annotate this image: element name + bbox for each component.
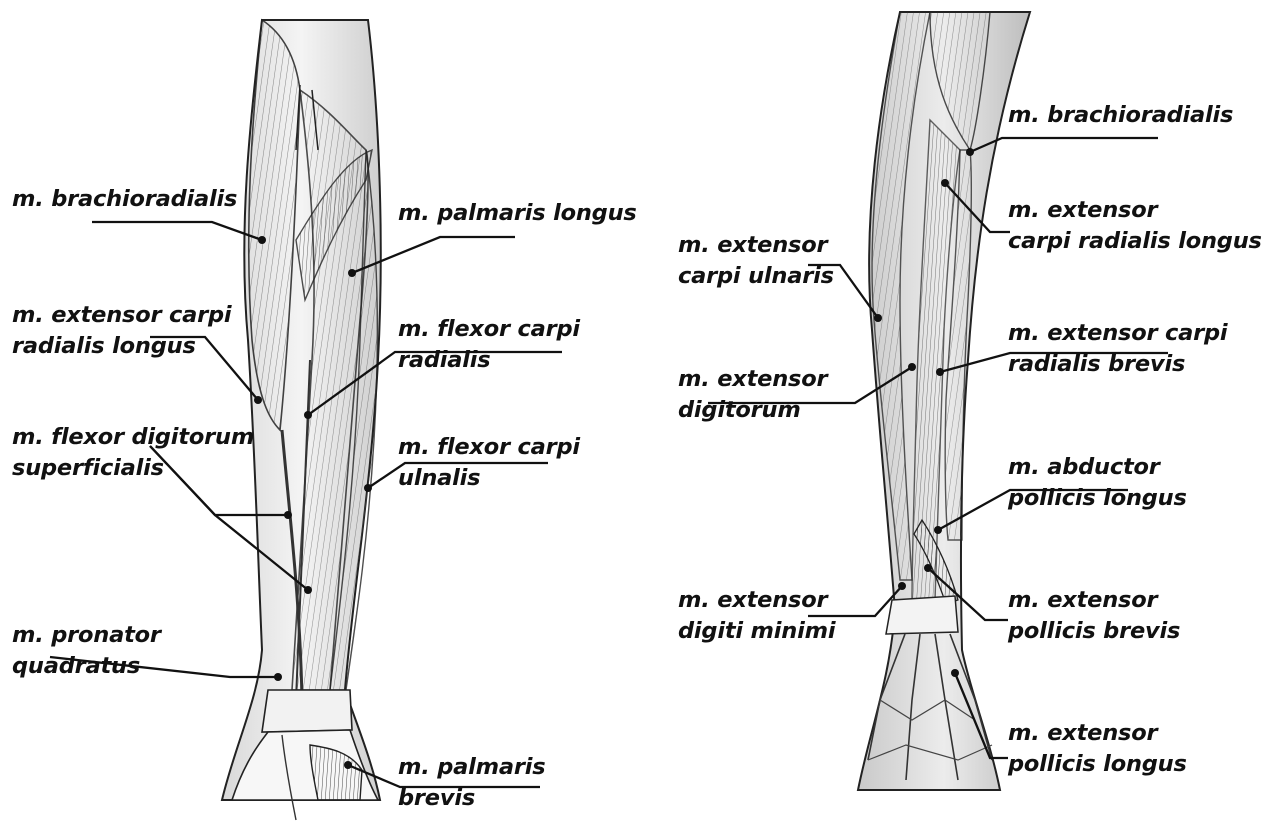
label-brachioradialis-anterior: m. brachioradialis (12, 184, 237, 215)
label-line: superficialis (12, 453, 254, 484)
label-extensor-carpi-radialis-longus-posterior: m. extensor carpi radialis longus (1008, 195, 1262, 257)
posterior-forearm-illustration (858, 12, 1030, 790)
label-extensor-pollicis-longus: m. extensor pollicis longus (1008, 718, 1187, 780)
label-line: m. flexor digitorum (12, 422, 254, 453)
label-line: digitorum (678, 395, 827, 426)
label-line: m. abductor (1008, 452, 1187, 483)
label-flexor-carpi-radialis: m. flexor carpi radialis (398, 314, 580, 376)
label-palmaris-brevis: m. palmaris brevis (398, 752, 545, 814)
label-flexor-carpi-ulnalis: m. flexor carpi ulnalis (398, 432, 580, 494)
label-brachioradialis-posterior: m. brachioradialis (1008, 100, 1233, 131)
label-line: carpi radialis longus (1008, 226, 1262, 257)
label-line: pollicis brevis (1008, 616, 1180, 647)
label-line: m. extensor (678, 230, 834, 261)
label-line: m. flexor carpi (398, 432, 580, 463)
label-line: radialis (398, 345, 580, 376)
label-line: m. palmaris longus (398, 198, 637, 229)
label-line: m. extensor (678, 585, 835, 616)
label-extensor-digiti-minimi: m. extensor digiti minimi (678, 585, 835, 647)
label-extensor-carpi-radialis-brevis: m. extensor carpi radialis brevis (1008, 318, 1227, 380)
label-extensor-carpi-ulnaris: m. extensor carpi ulnaris (678, 230, 834, 292)
label-palmaris-longus: m. palmaris longus (398, 198, 637, 229)
label-line: m. extensor (1008, 195, 1262, 226)
label-extensor-carpi-radialis-longus-anterior: m. extensor carpi radialis longus (12, 300, 231, 362)
label-flexor-digitorum-superficialis: m. flexor digitorum superficialis (12, 422, 254, 484)
label-line: m. extensor (1008, 718, 1187, 749)
label-line: carpi ulnaris (678, 261, 834, 292)
label-line: m. extensor (1008, 585, 1180, 616)
label-line: quadratus (12, 651, 161, 682)
leader-brachioradialis (92, 222, 262, 240)
label-line: radialis brevis (1008, 349, 1227, 380)
label-line: pollicis longus (1008, 749, 1187, 780)
label-line: m. flexor carpi (398, 314, 580, 345)
label-pronator-quadratus: m. pronator quadratus (12, 620, 161, 682)
label-line: radialis longus (12, 331, 231, 362)
label-line: brevis (398, 783, 545, 814)
label-line: m. pronator (12, 620, 161, 651)
label-extensor-digitorum: m. extensor digitorum (678, 364, 827, 426)
label-line: digiti minimi (678, 616, 835, 647)
label-line: m. palmaris (398, 752, 545, 783)
label-line: m. brachioradialis (1008, 100, 1233, 131)
label-line: m. extensor carpi (1008, 318, 1227, 349)
label-line: m. brachioradialis (12, 184, 237, 215)
label-line: m. extensor carpi (12, 300, 231, 331)
leader-p-brachioradialis (970, 138, 1158, 152)
label-line: pollicis longus (1008, 483, 1187, 514)
anterior-forearm-illustration (222, 20, 381, 820)
label-line: m. extensor (678, 364, 827, 395)
label-line: ulnalis (398, 463, 580, 494)
label-extensor-pollicis-brevis: m. extensor pollicis brevis (1008, 585, 1180, 647)
label-abductor-pollicis-longus: m. abductor pollicis longus (1008, 452, 1187, 514)
